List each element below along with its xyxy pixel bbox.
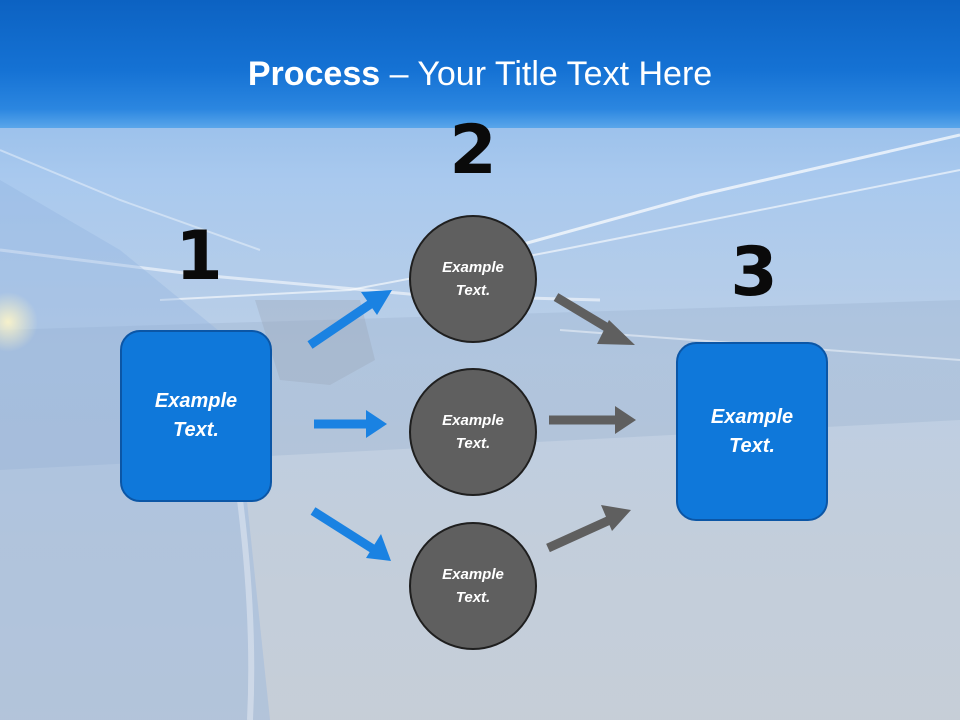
arrow-right-icon [549,406,636,434]
arrow-right-icon [307,290,392,349]
step-number-2: 2 [449,111,497,190]
title-bold: Process [247,55,381,93]
arrow-right-icon [546,505,631,553]
arrow-right-icon [310,507,391,561]
process-circle-middle: Example Text. [409,368,537,496]
header-bar [0,0,960,128]
right-process-box: Example Text. [676,342,828,521]
left-box-text: Example Text. [154,390,238,441]
title-rest: – Your Title Text Here [380,55,713,93]
slide-title: Process – Your Title Text Here [0,52,960,96]
process-circle-top: Example Text. [409,215,537,343]
circle-text: Example Text. [442,259,504,299]
step-number-3: 3 [730,233,778,312]
arrow-right-icon [553,293,635,345]
left-process-box: Example Text. [120,330,272,502]
step-number-1: 1 [175,217,223,296]
arrow-right-icon [314,410,387,438]
circle-text: Example Text. [442,412,504,452]
process-circle-bottom: Example Text. [409,522,537,650]
right-box-text: Example Text. [710,405,794,457]
circle-text: Example Text. [442,566,504,606]
